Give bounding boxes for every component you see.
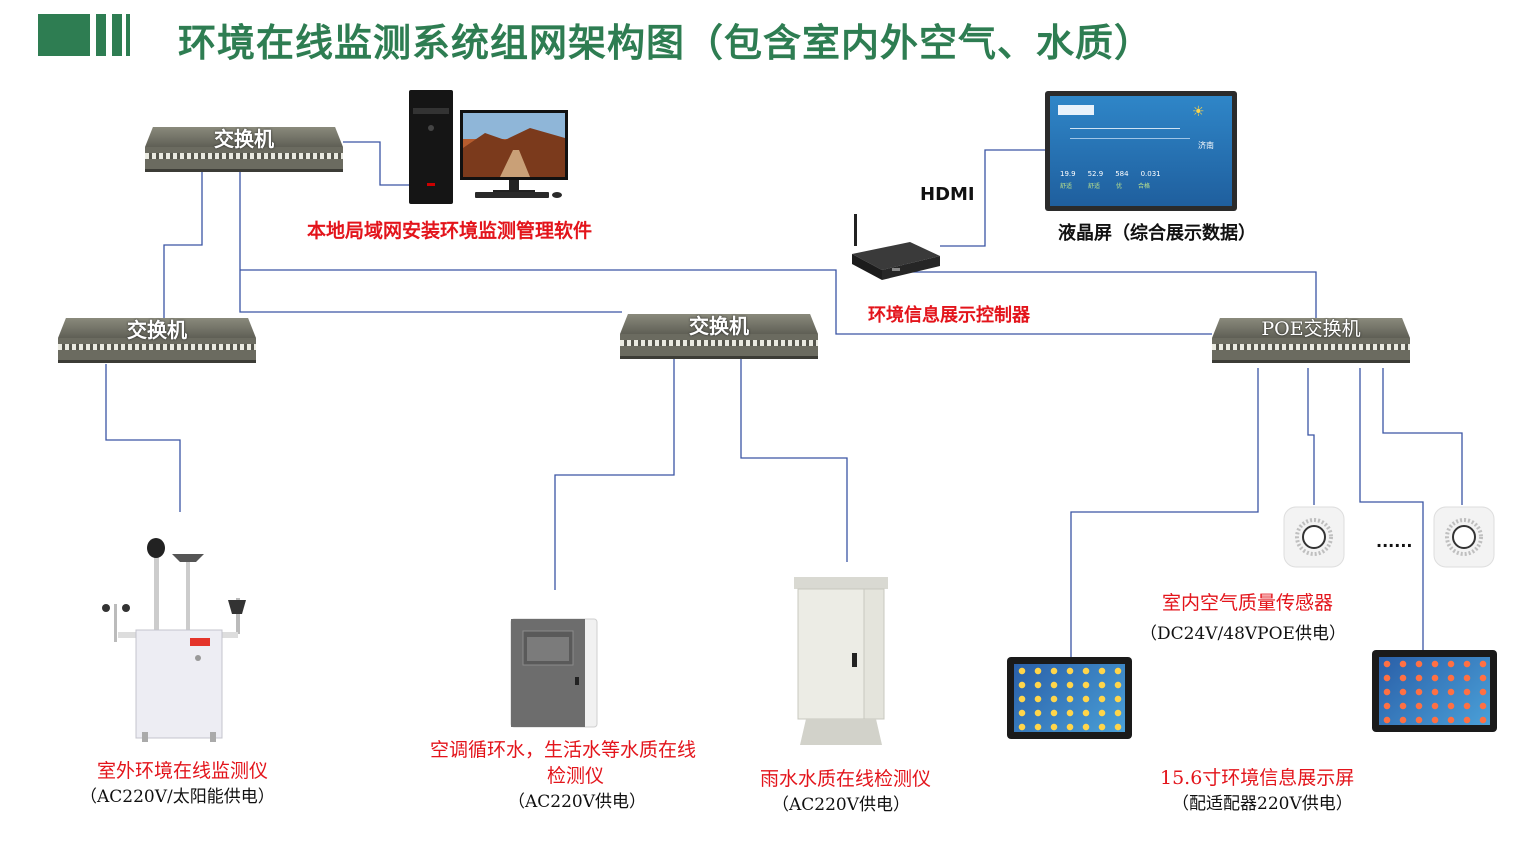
hdmi-label: HDMI [920,184,975,205]
middle-switch-label: 交换机 [689,314,749,338]
indoor-air-sensor-1 [1283,506,1345,568]
sun-icon: ☀ [1192,104,1205,120]
poe-switch: POE交换机 [1212,318,1410,364]
lcd-state: 优 [1116,183,1123,190]
outdoor-power: （AC220V/太阳能供电） [80,787,275,807]
rain-label: 雨水水质在线检测仪 [760,768,932,790]
lcd-value: 584 [1115,170,1129,178]
left-switch: 交换机 [58,318,256,364]
outdoor-monitor-station [102,538,246,742]
core-switch-label: 交换机 [214,127,274,151]
local-software-label: 本地局域网安装环境监测管理软件 [307,220,593,242]
outdoor-label: 室外环境在线监测仪 [97,760,269,782]
lcd-state: 舒适 [1088,183,1101,190]
display-controller [852,214,940,280]
rain-water-analyzer [794,577,888,745]
display-power: （配适配器220V供电） [1172,794,1353,814]
header-bars [38,14,130,56]
controller-label: 环境信息展示控制器 [868,305,1030,326]
lcd-value: 0.031 [1140,170,1161,178]
lcd-value: 52.9 [1087,170,1104,178]
pc-workstation [409,90,568,204]
lcd-state: 合格 [1138,183,1151,190]
indoor-air-sensor-2 [1433,506,1495,568]
lcd-city: 济南 [1198,141,1214,150]
middle-switch: 交换机 [620,314,818,360]
info-display-left [1007,657,1132,739]
info-display-right [1372,650,1497,732]
indoor-sensor-label: 室内空气质量传感器 [1162,592,1334,614]
circulating-power: （AC220V供电） [508,792,647,812]
page-title: 环境在线监测系统组网架构图（包含室内外空气、水质） [178,21,1154,65]
lcd-screen: ☀ 济南 19.9 52.9 584 0.031 舒适 舒适 优 合格 [1045,91,1237,211]
circulating-label-line2: 检测仪 [547,765,605,787]
circulating-label-line1: 空调循环水，生活水等水质在线 [430,739,697,761]
left-switch-label: 交换机 [127,318,187,342]
core-switch: 交换机 [145,127,343,173]
lcd-state: 舒适 [1060,183,1073,190]
circulating-water-analyzer [510,618,598,728]
sensor-ellipsis: ...... [1376,532,1413,551]
rain-power: （AC220V供电） [772,795,911,815]
indoor-sensor-power: （DC24V/48VPOE供电） [1140,624,1346,644]
lcd-value: 19.9 [1060,170,1076,178]
lcd-label: 液晶屏（综合展示数据） [1058,223,1256,244]
display-label: 15.6寸环境信息展示屏 [1160,767,1355,789]
poe-switch-label: POE交换机 [1261,318,1361,340]
